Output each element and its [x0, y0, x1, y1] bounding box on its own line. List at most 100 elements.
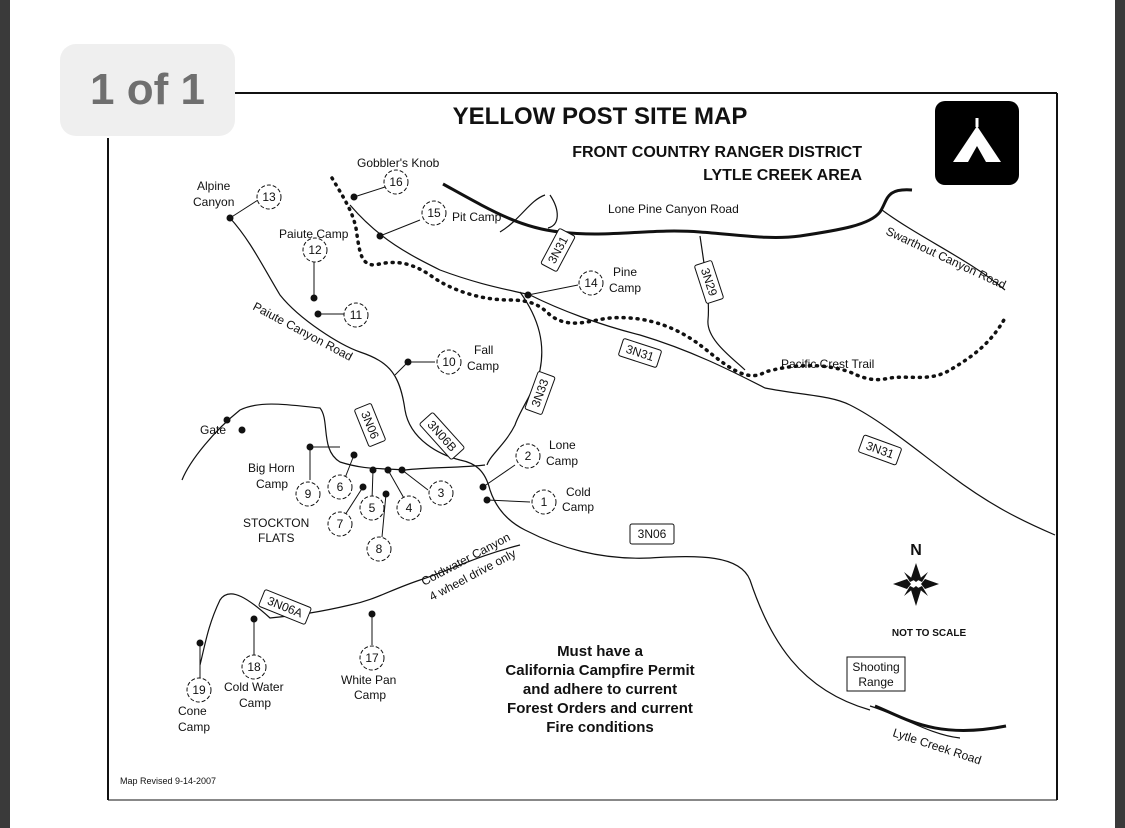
svg-text:2: 2	[525, 449, 532, 463]
site-seal-11: 11	[343, 302, 369, 328]
site-14-label-line2: Camp	[609, 281, 641, 295]
pacific-crest-trail-line	[330, 176, 1007, 382]
svg-text:7: 7	[337, 517, 344, 531]
route-tag-3n29: 3N29	[694, 260, 724, 304]
svg-text:10: 10	[442, 355, 456, 369]
site-13-label-line1: Alpine	[197, 179, 231, 193]
pacific-crest-trail-label: Pacific Crest Trail	[781, 357, 874, 371]
lytle-creek-road-major	[874, 704, 1007, 732]
not-to-scale-label: NOT TO SCALE	[892, 628, 967, 639]
site-2-label-line1: Lone	[549, 438, 576, 452]
site-seal-2: 2	[515, 443, 541, 469]
north-arrow: N NOT TO SCALE	[892, 542, 967, 639]
svg-text:8: 8	[376, 542, 383, 556]
site-seal-7: 7	[327, 511, 353, 537]
svg-text:9: 9	[305, 487, 312, 501]
route-tag-3n31-east: 3N31	[858, 434, 902, 466]
site-10-label-line2: Camp	[467, 359, 499, 373]
site-seal-8: 8	[366, 536, 392, 562]
notice-line-3: and adhere to current	[523, 681, 677, 698]
svg-text:3N06: 3N06	[638, 527, 667, 541]
site-18-label-line2: Camp	[239, 696, 271, 710]
svg-text:15: 15	[427, 206, 441, 220]
svg-text:3: 3	[438, 486, 445, 500]
notice-line-1: Must have a	[557, 643, 644, 660]
svg-text:13: 13	[262, 190, 276, 204]
site-seal-16: 16	[383, 169, 409, 195]
site-seal-9: 9	[295, 481, 321, 507]
lone-pine-canyon-road-line	[442, 182, 913, 239]
site-16-label: Gobbler's Knob	[357, 156, 440, 170]
route-tag-3n06-east: 3N06	[629, 523, 675, 545]
site-15-label: Pit Camp	[452, 210, 502, 224]
notice-line-5: Fire conditions	[546, 719, 654, 736]
page-indicator: 1 of 1	[60, 44, 235, 136]
notice-line-2: California Campfire Permit	[505, 662, 694, 679]
svg-text:16: 16	[389, 175, 403, 189]
north-label: N	[910, 542, 922, 559]
site-seal-10: 10	[436, 349, 462, 375]
route-3n06a-line	[199, 544, 521, 666]
site-seals: 1 2 3 4 5 6 7 8 9 10 11 12 13 14 15 16 1…	[186, 169, 604, 703]
paiute-canyon-road-line	[229, 217, 871, 711]
svg-text:4: 4	[406, 501, 413, 515]
site-18-label-line1: Cold Water	[224, 680, 284, 694]
site-19-label-line1: Cone	[178, 704, 207, 718]
route-3n31-line	[349, 204, 1056, 536]
gate-label: Gate	[200, 423, 226, 437]
spur-pit-camp	[499, 194, 546, 233]
campground-tent-icon	[935, 101, 1019, 185]
site-seal-1: 1	[531, 489, 557, 515]
site-2-label-line2: Camp	[546, 454, 578, 468]
swarthout-canyon-road-line	[881, 209, 1006, 291]
site-9-label-line2: Camp	[256, 477, 288, 491]
site-9-label-line1: Big Horn	[248, 461, 295, 475]
lone-pine-road-label: Lone Pine Canyon Road	[608, 202, 739, 216]
stockton-flats-label-line2: FLATS	[258, 531, 294, 545]
site-labels: Cold Camp Lone Camp Big Horn Camp Fall C…	[178, 156, 641, 734]
svg-text:18: 18	[247, 660, 261, 674]
route-tags: 3N31 3N29 3N31 3N31 3N33 3N06 3N06B 3N06…	[258, 228, 902, 625]
notice-line-4: Forest Orders and current	[507, 700, 693, 717]
swarthout-road-label: Swarthout Canyon Road	[884, 224, 1008, 292]
site-seal-18: 18	[241, 654, 267, 680]
svg-text:19: 19	[192, 683, 206, 697]
shooting-range-label-line1: Shooting	[852, 660, 899, 674]
svg-text:17: 17	[365, 651, 379, 665]
map-subtitle-area: LYTLE CREEK AREA	[703, 167, 862, 184]
site-1-label-line1: Cold	[566, 485, 591, 499]
svg-text:1: 1	[541, 495, 548, 509]
route-tag-3n06-north: 3N06	[354, 403, 386, 447]
site-17-label-line1: White Pan	[341, 673, 396, 687]
site-13-label-line2: Canyon	[193, 195, 234, 209]
site-12-label: Paiute Camp	[279, 227, 349, 241]
route-tag-3n31-north: 3N31	[540, 228, 576, 272]
paiute-road-label: Paiute Canyon Road	[251, 299, 355, 363]
site-14-label-line1: Pine	[613, 265, 637, 279]
site-seal-6: 6	[327, 474, 353, 500]
site-17-label-line2: Camp	[354, 688, 386, 702]
site-seal-13: 13	[256, 184, 282, 210]
site-seal-17: 17	[359, 645, 385, 671]
map-subtitle-district: FRONT COUNTRY RANGER DISTRICT	[572, 144, 862, 161]
site-seal-12: 12	[302, 237, 328, 263]
spur-3n31-north	[547, 194, 558, 229]
road-network	[181, 182, 1056, 739]
site-seal-15: 15	[421, 200, 447, 226]
stockton-flats-label-line1: STOCKTON	[243, 516, 309, 530]
compass-rose-icon	[893, 563, 939, 606]
route-3n33-line	[486, 291, 543, 466]
site-seal-4: 4	[396, 495, 422, 521]
site-1-label-line2: Camp	[562, 500, 594, 514]
site-seal-14: 14	[578, 270, 604, 296]
svg-text:14: 14	[584, 276, 598, 290]
map-title: YELLOW POST SITE MAP	[453, 103, 748, 130]
svg-text:12: 12	[308, 243, 322, 257]
route-tag-3n06a: 3N06A	[258, 589, 312, 625]
map-revised-label: Map Revised 9-14-2007	[120, 776, 216, 786]
svg-text:11: 11	[350, 308, 363, 322]
site-seal-5: 5	[359, 495, 385, 521]
site-markers	[196, 186, 579, 678]
shooting-range-box: Shooting Range	[846, 656, 906, 692]
